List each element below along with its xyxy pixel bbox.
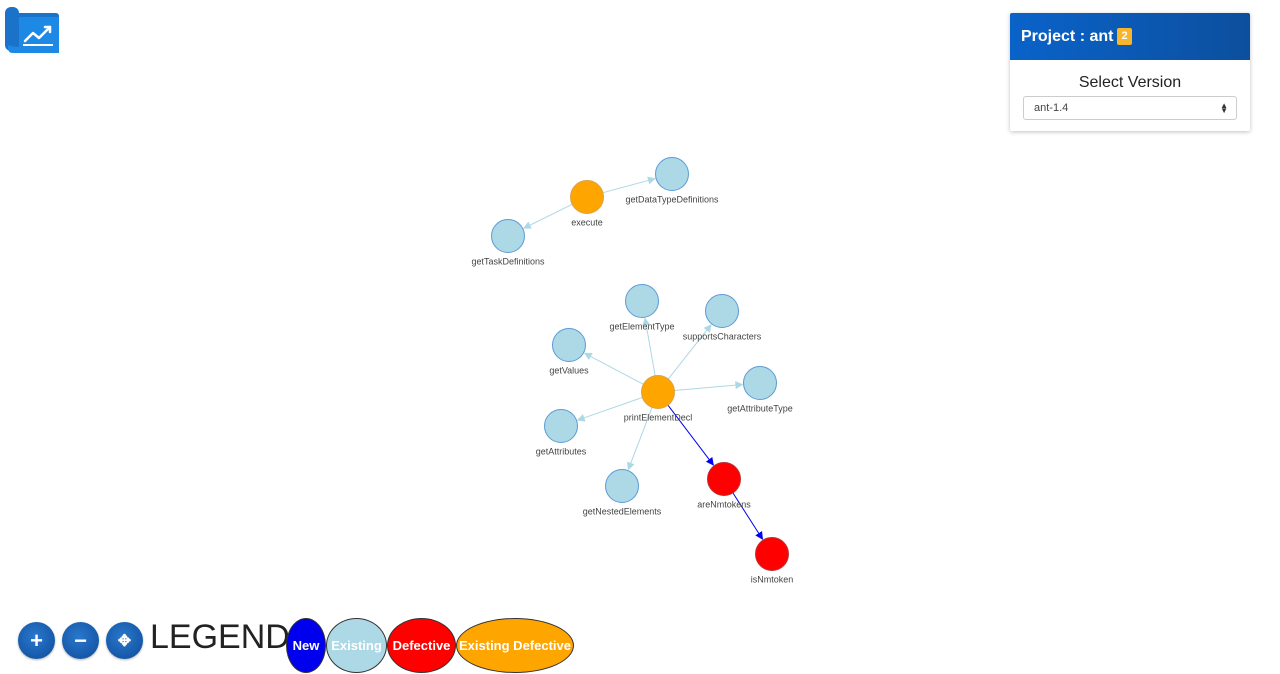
edge-printElementDecl-getAttributeType bbox=[674, 381, 744, 392]
graph-node-areNmtokens[interactable]: areNmtokens bbox=[697, 462, 751, 510]
project-title: Project : ant bbox=[1021, 27, 1114, 45]
legend-existing-label: Existing bbox=[331, 638, 382, 653]
graph-node-printElementDecl[interactable]: printElementDecl bbox=[624, 375, 693, 423]
node-circle[interactable] bbox=[570, 180, 604, 214]
node-circle[interactable] bbox=[755, 537, 789, 571]
graph-node-getNestedElements[interactable]: getNestedElements bbox=[583, 469, 662, 517]
node-label: getDataTypeDefinitions bbox=[625, 195, 719, 205]
edge-areNmtokens-isNmtoken bbox=[732, 492, 763, 540]
node-circle[interactable] bbox=[707, 462, 741, 496]
node-label: execute bbox=[571, 218, 603, 228]
graph-node-getValues[interactable]: getValues bbox=[549, 328, 589, 376]
edge-execute-getDataTypeDefinitions bbox=[602, 176, 656, 194]
graph-node-supportsCharacters[interactable]: supportsCharacters bbox=[683, 294, 762, 342]
legend-new-label: New bbox=[292, 638, 320, 653]
project-panel: Project : ant 2 Select Version ant-1.4 ▲… bbox=[1010, 13, 1250, 131]
node-circle[interactable] bbox=[544, 409, 578, 443]
legend-new: New bbox=[286, 618, 326, 673]
node-circle[interactable] bbox=[641, 375, 675, 409]
node-label: getValues bbox=[549, 366, 589, 376]
edge-printElementDecl-getNestedElements bbox=[627, 407, 653, 471]
node-label: getNestedElements bbox=[583, 507, 662, 517]
legend-existing: Existing bbox=[326, 618, 387, 673]
graph-node-getAttributeType[interactable]: getAttributeType bbox=[727, 366, 793, 414]
select-arrows-icon: ▲▼ bbox=[1220, 101, 1228, 115]
legend-existing-defective: Existing Defective bbox=[456, 618, 574, 673]
version-select[interactable]: ant-1.4 ▲▼ bbox=[1023, 96, 1237, 120]
legend-defective: Defective bbox=[387, 618, 456, 673]
app-logo-icon[interactable] bbox=[5, 7, 61, 55]
node-label: getAttributes bbox=[536, 447, 587, 457]
node-circle[interactable] bbox=[743, 366, 777, 400]
fit-view-button[interactable]: ✥ bbox=[106, 622, 143, 659]
node-circle[interactable] bbox=[552, 328, 586, 362]
graph-node-getDataTypeDefinitions[interactable]: getDataTypeDefinitions bbox=[625, 157, 719, 205]
plus-icon: + bbox=[30, 627, 43, 653]
node-circle[interactable] bbox=[625, 284, 659, 318]
zoom-in-button[interactable]: + bbox=[18, 622, 55, 659]
edge-printElementDecl-supportsCharacters bbox=[667, 324, 712, 380]
node-label: printElementDecl bbox=[624, 413, 693, 423]
edge-printElementDecl-areNmtokens bbox=[667, 404, 714, 466]
node-label: supportsCharacters bbox=[683, 332, 762, 342]
legend-defective-label: Defective bbox=[392, 638, 451, 653]
graph-node-isNmtoken[interactable]: isNmtoken bbox=[751, 537, 794, 585]
legend-existing-defective-label: Existing Defective bbox=[459, 638, 571, 653]
graph-node-getTaskDefinitions[interactable]: getTaskDefinitions bbox=[471, 219, 545, 267]
node-label: isNmtoken bbox=[751, 575, 794, 585]
graph-node-getAttributes[interactable]: getAttributes bbox=[536, 409, 587, 457]
edge-printElementDecl-getElementType bbox=[642, 317, 656, 376]
node-circle[interactable] bbox=[491, 219, 525, 253]
move-icon: ✥ bbox=[117, 632, 132, 650]
zoom-out-button[interactable]: − bbox=[62, 622, 99, 659]
graph-node-getElementType[interactable]: getElementType bbox=[609, 284, 675, 332]
node-circle[interactable] bbox=[655, 157, 689, 191]
node-label: getElementType bbox=[609, 322, 674, 332]
node-label: areNmtokens bbox=[697, 500, 751, 510]
minus-icon: − bbox=[74, 627, 87, 653]
edge-printElementDecl-getAttributes bbox=[576, 396, 643, 422]
legend-title: LEGEND bbox=[150, 618, 290, 656]
project-header: Project : ant 2 bbox=[1010, 13, 1250, 60]
node-label: getAttributeType bbox=[727, 404, 793, 414]
edge-printElementDecl-getValues bbox=[583, 352, 644, 385]
project-badge: 2 bbox=[1117, 28, 1132, 45]
graph-node-execute[interactable]: execute bbox=[570, 180, 604, 228]
select-version-label: Select Version bbox=[1078, 74, 1182, 91]
version-select-value: ant-1.4 bbox=[1034, 102, 1069, 114]
node-circle[interactable] bbox=[705, 294, 739, 328]
edge-execute-getTaskDefinitions bbox=[522, 203, 573, 229]
node-circle[interactable] bbox=[605, 469, 639, 503]
node-label: getTaskDefinitions bbox=[471, 257, 545, 267]
